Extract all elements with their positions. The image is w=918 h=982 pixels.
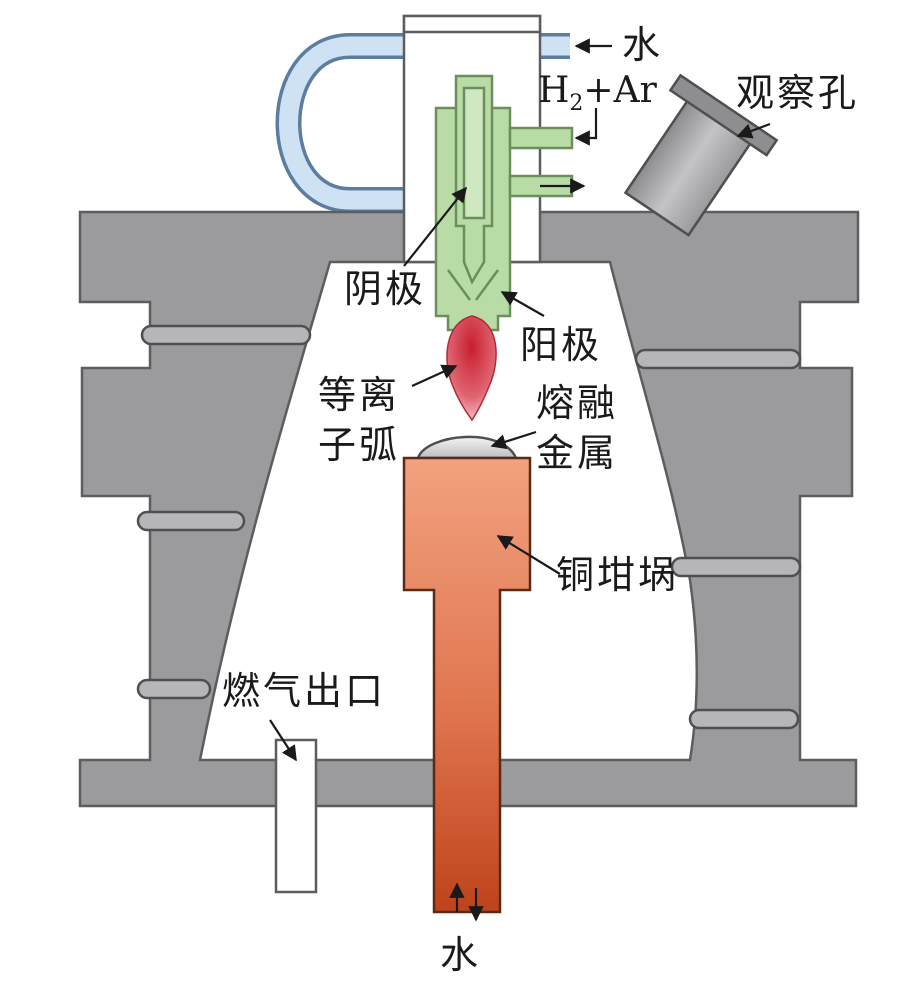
label-gas-inlet: H2+Ar [538,70,658,116]
gas-outlet-pipe [274,738,318,894]
arrow-cathode [403,186,467,267]
arrow-molten-metal [490,430,537,450]
arrow-copper-crucible [496,535,561,575]
arrow-plasma-arc [411,364,458,388]
label-gas-outlet: 燃气出口 [222,669,386,713]
arrow-gas-in [574,108,598,146]
copper-crucible [402,456,532,914]
arrow-gas-outlet [269,719,297,762]
label-observation-port: 观察孔 [736,71,859,115]
label-molten-metal-line1: 熔融 [536,381,618,425]
cooling-coils [136,324,802,730]
arrow-observation-port [736,122,771,139]
plasma-torch [434,74,574,332]
plasma-arc [446,315,497,422]
label-plasma-arc-line1: 等离 [318,373,400,417]
torch-housing-cap [402,14,542,34]
label-plasma-arc-line2: 子弧 [318,423,400,467]
label-copper-crucible: 铜坩埚 [556,553,679,597]
arrow-anode [500,291,545,317]
pointer-arrows [269,38,771,922]
water-cooling-pipe [275,33,570,213]
label-anode: 阳极 [520,323,602,367]
label-molten-metal-line2: 金属 [536,431,618,475]
label-water-top: 水 [622,23,663,67]
label-cathode: 阴极 [344,267,426,311]
label-water-bottom: 水 [440,933,481,977]
